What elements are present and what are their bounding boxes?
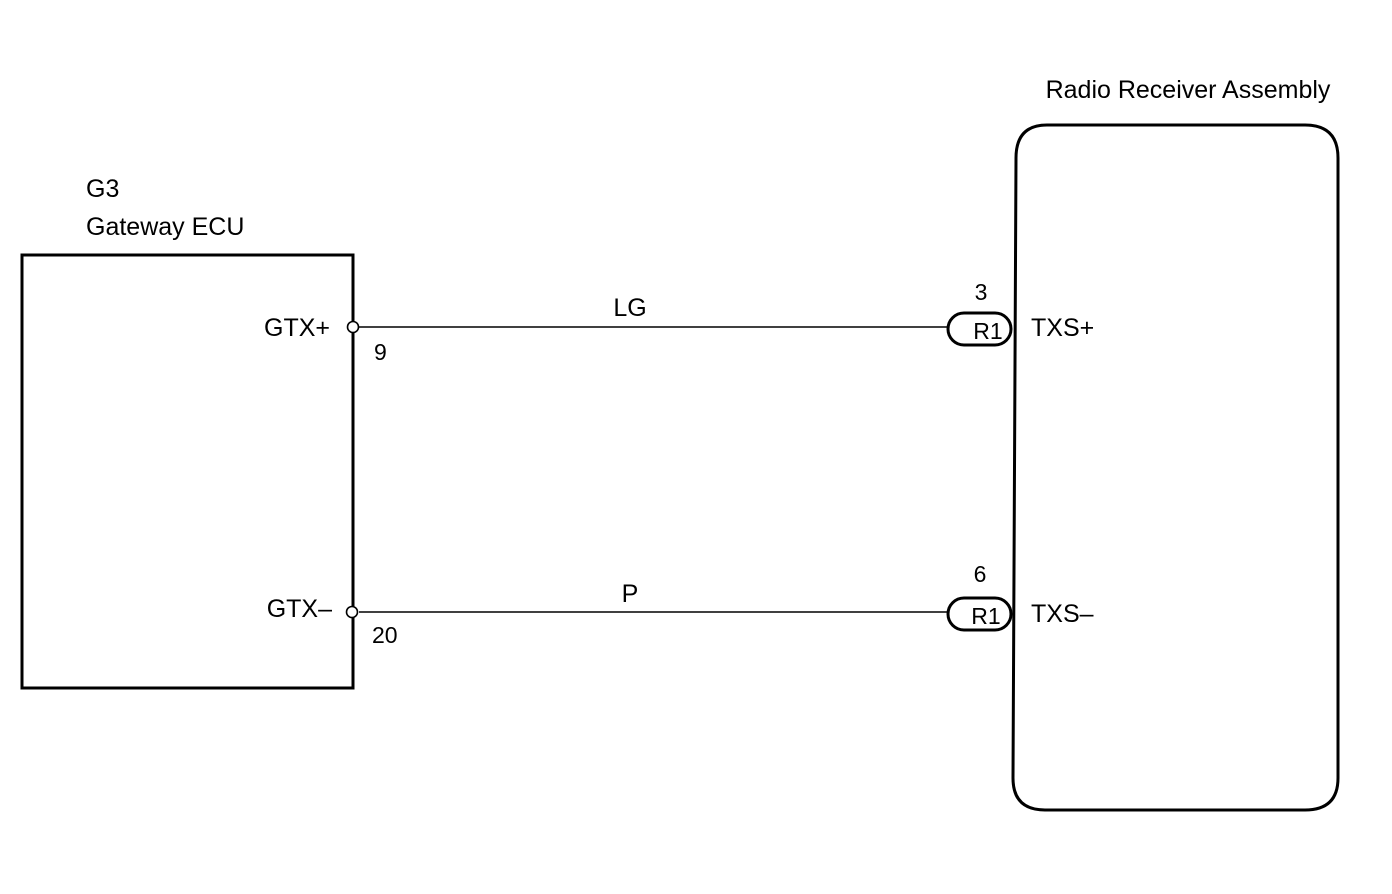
component-code-label: G3 (86, 175, 119, 203)
terminal-circle-gtx-minus (345, 605, 359, 619)
gateway-ecu-box (20, 253, 355, 690)
component-name-label: Gateway ECU (86, 213, 244, 241)
pin-number-gtx-minus: 20 (372, 622, 398, 648)
connector-label-pin3: R1 (973, 318, 1002, 344)
terminal-label-gtx-minus: GTX– (267, 595, 332, 623)
pin-number-gtx-plus: 9 (374, 339, 387, 365)
pin-number-txs-plus: 3 (975, 279, 988, 305)
component-name-label: Radio Receiver Assembly (1046, 76, 1331, 104)
connector-r1-pin6 (946, 596, 1013, 632)
wire-harness: LG P (359, 294, 952, 613)
gateway-ecu-component: G3 Gateway ECU GTX+ 9 GTX– 20 (20, 175, 398, 690)
wire-color-label-p: P (622, 580, 639, 608)
terminal-label-gtx-plus: GTX+ (264, 314, 330, 342)
terminal-label-txs-minus: TXS– (1031, 600, 1094, 628)
radio-receiver-box (1011, 123, 1340, 812)
pin-number-txs-minus: 6 (974, 561, 987, 587)
wire-color-label-lg: LG (613, 294, 646, 322)
connector-r1-pin3 (946, 311, 1013, 347)
terminal-label-txs-plus: TXS+ (1031, 314, 1094, 342)
radio-receiver-component: Radio Receiver Assembly R1 3 TXS+ R1 6 T… (946, 76, 1340, 812)
terminal-circle-gtx-plus (346, 320, 360, 334)
connector-label-pin6: R1 (971, 603, 1000, 629)
